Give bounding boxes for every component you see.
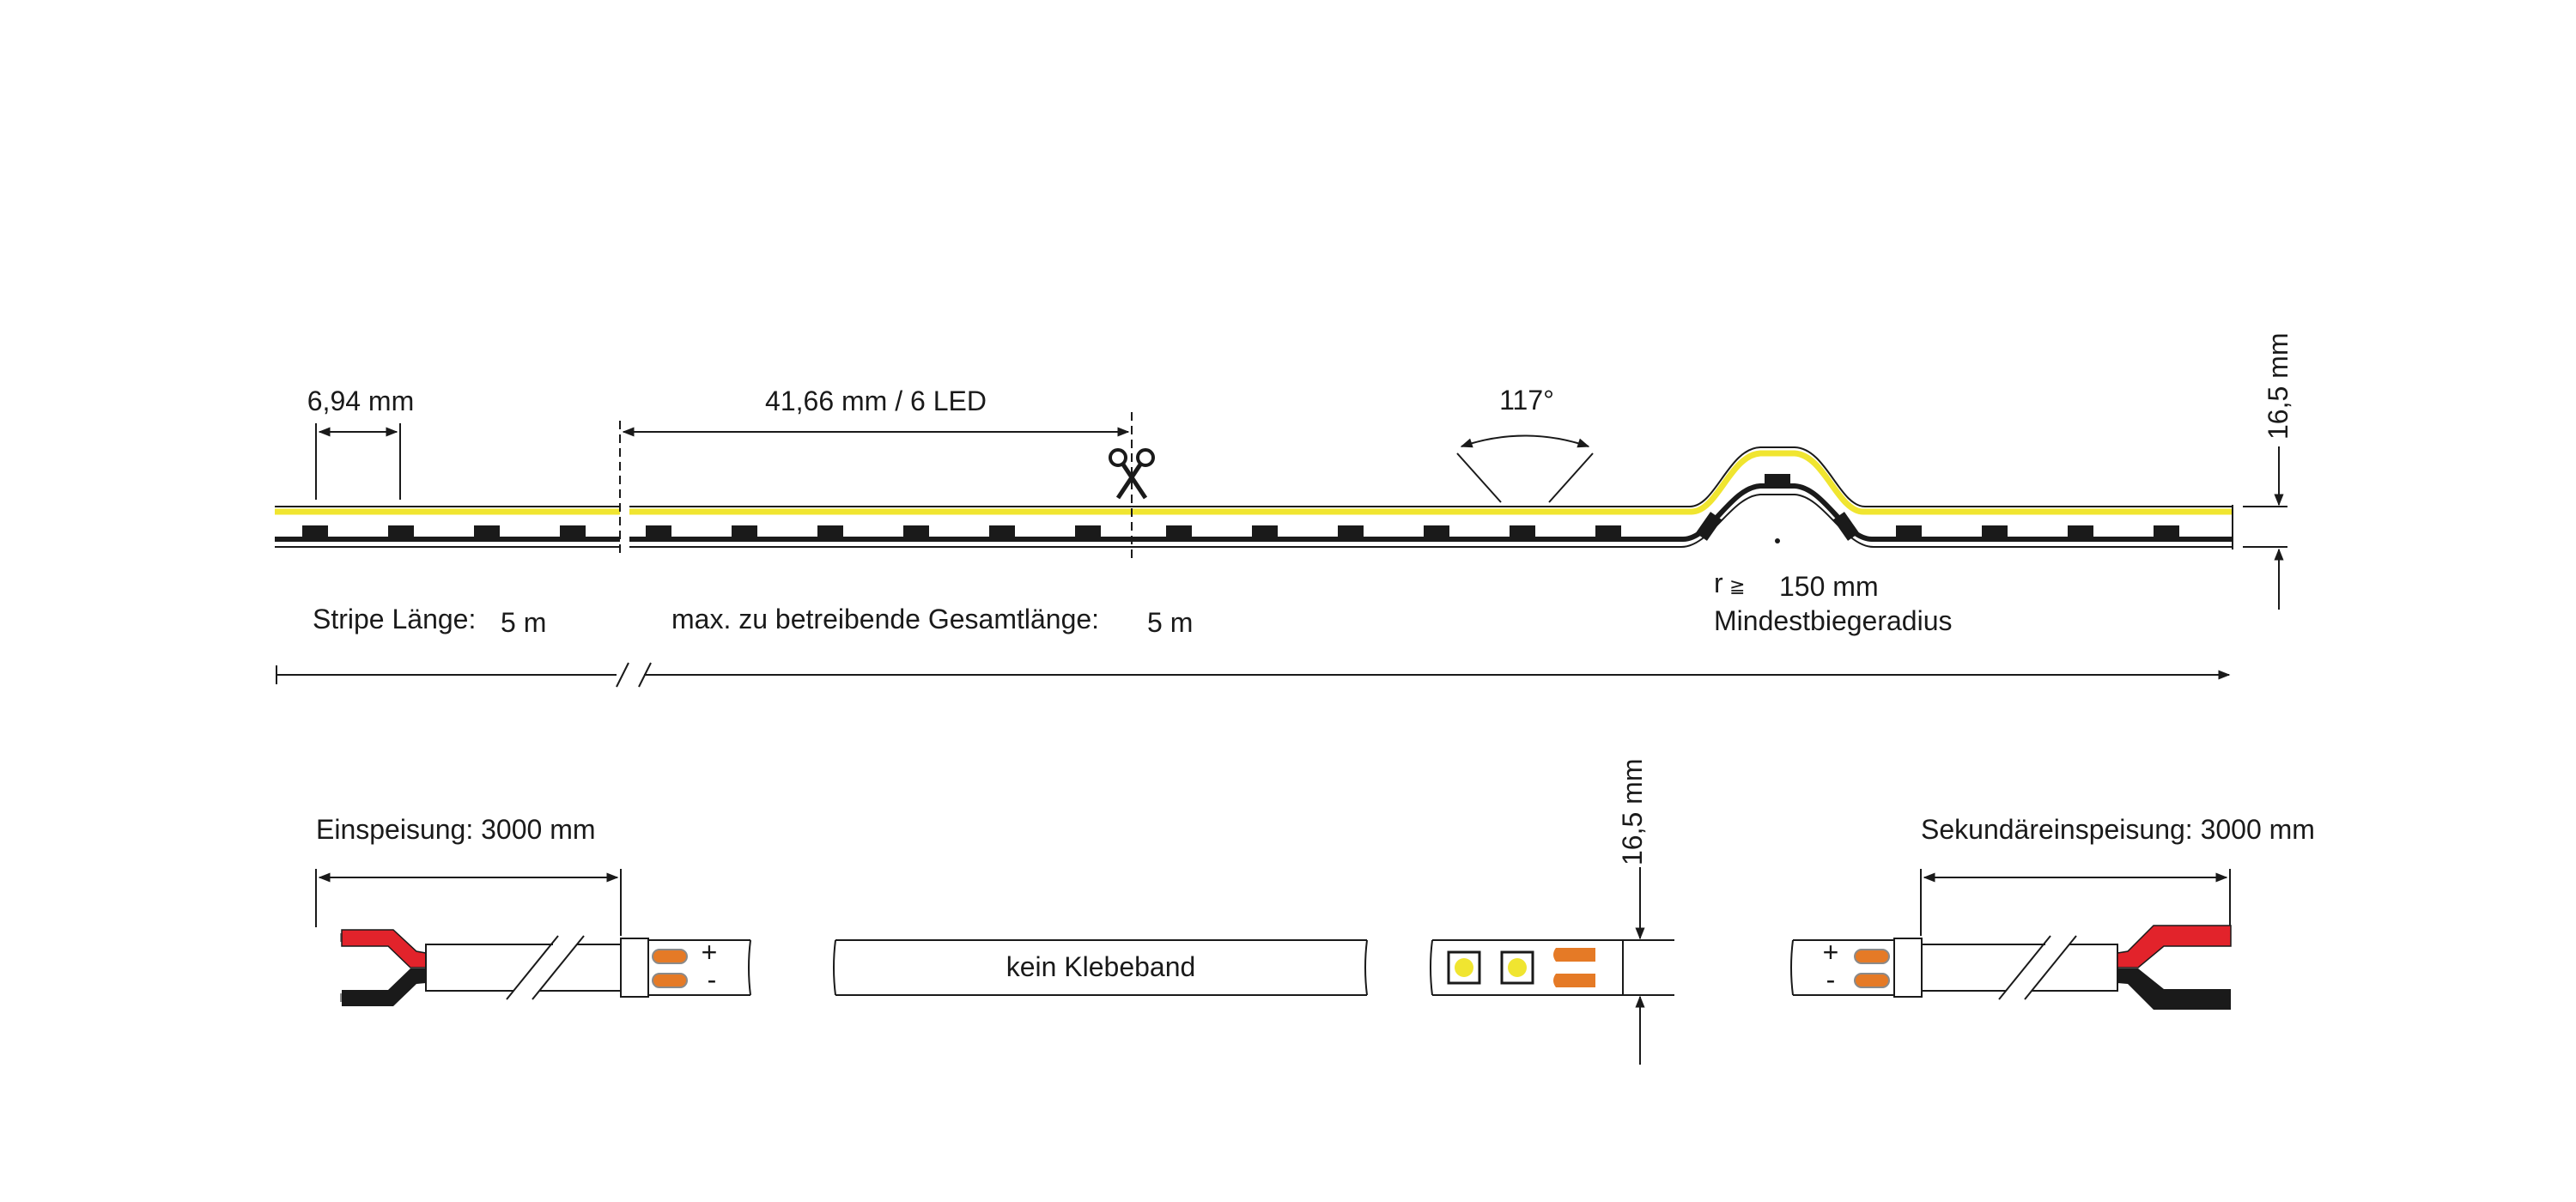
led-pitch-label: 6,94 mm	[307, 385, 414, 416]
led-chip	[1075, 525, 1101, 539]
no-adhesive-strip: kein Klebeband	[833, 939, 1368, 996]
led-chip	[1896, 525, 1922, 539]
secondary-feed-cable-right: Sekundäreinspeisung: 3000 mm + -	[1790, 814, 2315, 1010]
cut-segment-label: 41,66 mm / 6 LED	[765, 385, 987, 416]
stripe-length-value: 5 m	[501, 607, 546, 638]
led-chip	[1595, 525, 1621, 539]
light-line	[275, 450, 2233, 515]
radius-symbol: r	[1714, 568, 1723, 598]
wire-red	[2117, 925, 2232, 968]
led-chip	[646, 525, 671, 539]
led-chip	[388, 525, 414, 539]
led-chip	[1338, 525, 1364, 539]
led-chip	[732, 525, 757, 539]
contact-pad	[1854, 973, 1890, 988]
contact-pad	[652, 973, 688, 988]
led-chip	[903, 525, 929, 539]
led-chip	[302, 525, 328, 539]
end-cap	[1893, 938, 1923, 998]
led-chip	[560, 525, 586, 539]
total-length-arrow	[276, 662, 2231, 688]
stripe-length-label: Stripe Länge:	[313, 604, 476, 634]
led-chip	[1982, 525, 2008, 539]
wire-black	[2117, 968, 2231, 1010]
plus-symbol: +	[702, 937, 718, 968]
radius-relation: ≧	[1729, 575, 1745, 597]
max-length-value: 5 m	[1147, 607, 1193, 638]
beam-angle-indicator: 117°	[1456, 385, 1594, 503]
radius-value: 150 mm	[1779, 571, 1879, 602]
plus-symbol: +	[1823, 937, 1839, 968]
feed-label: Einspeisung: 3000 mm	[316, 814, 596, 845]
solder-pad	[1553, 974, 1595, 987]
strip-height-label: 16,5 mm	[2263, 333, 2293, 440]
feed-cable-left: Einspeisung: 3000 mm + -	[315, 814, 751, 1006]
led-chip	[474, 525, 500, 539]
beam-angle-label: 117°	[1499, 385, 1554, 416]
led-chip	[2154, 525, 2179, 539]
led-chip	[2068, 525, 2093, 539]
led-chip	[1424, 525, 1449, 539]
led-chip	[1832, 512, 1860, 541]
led-chip	[817, 525, 843, 539]
strip-height-label-bottom: 16,5 mm	[1617, 759, 1648, 865]
led-chip	[1510, 525, 1535, 539]
led-pitch-dimension: 6,94 mm	[307, 385, 414, 500]
radius-caption: Mindestbiegeradius	[1714, 605, 1953, 636]
strip-top-view-end: 16,5 mm	[1430, 759, 1674, 1065]
led-row	[302, 525, 2179, 539]
led-chip	[1765, 474, 1790, 488]
bend-center-dot	[1775, 538, 1780, 543]
wire-red	[341, 929, 427, 968]
contact-pad	[1854, 949, 1890, 964]
max-length-label: max. zu betreibende Gesamtlänge:	[671, 604, 1099, 634]
minus-symbol: -	[708, 964, 717, 995]
strip-side-view	[275, 412, 2233, 558]
contact-pad	[652, 949, 688, 964]
led-chip	[1252, 525, 1278, 539]
no-tape-label: kein Klebeband	[1006, 951, 1196, 982]
led-chip	[989, 525, 1015, 539]
minus-symbol: -	[1826, 964, 1836, 995]
scissors-icon	[1109, 448, 1155, 500]
height-dimension-top: 16,5 mm	[2243, 333, 2293, 610]
solder-pad	[1553, 948, 1595, 962]
cut-segment-dimension: 41,66 mm / 6 LED	[622, 385, 1130, 437]
end-cap	[620, 938, 649, 998]
secondary-feed-label: Sekundäreinspeisung: 3000 mm	[1921, 814, 2315, 845]
led-chip	[1166, 525, 1192, 539]
wire-black	[342, 968, 426, 1006]
led-chip	[1695, 512, 1722, 541]
